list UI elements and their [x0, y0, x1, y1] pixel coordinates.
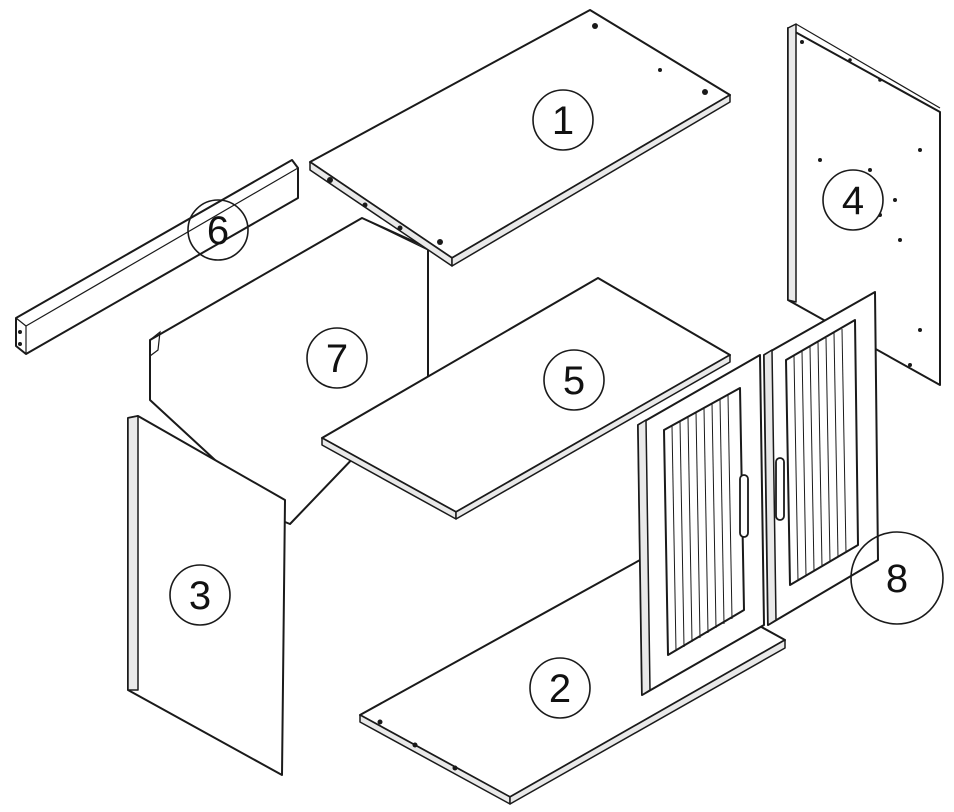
callout-1: 1: [532, 89, 594, 151]
svg-text:1: 1: [552, 99, 574, 143]
callout-8: 8: [850, 531, 944, 625]
left-door-slats: [671, 394, 733, 652]
svg-text:5: 5: [563, 359, 585, 403]
callout-3: 3: [169, 564, 231, 626]
svg-text:3: 3: [189, 574, 211, 618]
callout-7: 7: [306, 327, 368, 389]
svg-text:7: 7: [326, 337, 348, 381]
callout-5: 5: [543, 349, 605, 411]
shelf: [321, 277, 731, 520]
right-door-slats: [793, 328, 847, 582]
doors: [637, 291, 879, 696]
svg-text:6: 6: [207, 209, 229, 253]
rail: [15, 159, 299, 355]
svg-text:4: 4: [842, 179, 864, 223]
callout-4: 4: [822, 169, 884, 231]
callout-6: 6: [187, 199, 249, 261]
svg-text:2: 2: [549, 667, 571, 711]
svg-text:8: 8: [886, 557, 908, 601]
callout-2: 2: [529, 657, 591, 719]
left-door-handle: [739, 474, 749, 538]
right-door-handle: [775, 457, 785, 521]
top-panel: [309, 9, 731, 267]
